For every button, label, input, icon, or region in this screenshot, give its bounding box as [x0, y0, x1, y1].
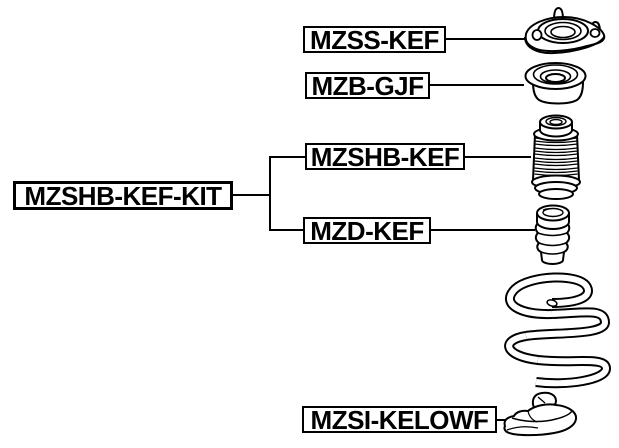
connector-mzb-gjf-line	[428, 84, 524, 86]
connector-mzshb-kef-line	[463, 156, 531, 158]
part-label-mzss-kef[interactable]: MZSS-KEF	[303, 26, 446, 53]
connector-mzsi-kelowf-line	[496, 419, 512, 421]
kit-bracket-stem-line	[231, 194, 271, 196]
bearing-drawing	[524, 62, 587, 105]
part-label-mzb-gjf[interactable]: MZB-GJF	[305, 72, 430, 99]
strut-mount-drawing	[524, 6, 606, 55]
shock-boot-drawing	[531, 114, 581, 200]
kit-bracket-vertical-line	[269, 156, 271, 231]
part-label-mzshb-kef[interactable]: MZSHB-KEF	[305, 143, 465, 170]
connector-mzd-kef-line	[429, 229, 535, 231]
coil-spring-drawing	[504, 272, 611, 389]
part-label-mzd-kef[interactable]: MZD-KEF	[303, 217, 431, 244]
bump-stop-drawing	[534, 204, 571, 265]
connector-mzss-kef-line	[444, 38, 528, 40]
kit-bracket-top-line	[269, 156, 307, 158]
part-label-mzshb-kef-kit[interactable]: MZSHB-KEF-KIT	[13, 181, 233, 210]
kit-bracket-bottom-line	[269, 229, 305, 231]
spring-seat-drawing	[503, 391, 578, 437]
part-label-mzsi-kelowf[interactable]: MZSI-KELOWF	[302, 406, 497, 433]
